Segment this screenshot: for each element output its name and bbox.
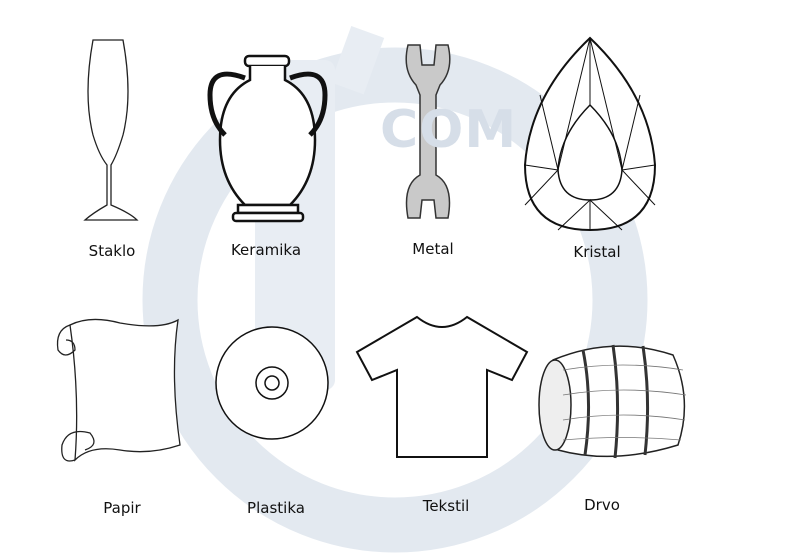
- item-label-tekstil: Tekstil: [422, 497, 470, 515]
- gem-crystal-icon: [523, 36, 657, 232]
- item-label-metal: Metal: [412, 240, 454, 258]
- item-label-staklo: Staklo: [88, 242, 136, 260]
- item-label-drvo: Drvo: [584, 496, 620, 514]
- item-label-kristal: Kristal: [573, 243, 621, 261]
- item-label-plastika: Plastika: [247, 499, 305, 517]
- wooden-barrel-icon: [538, 344, 687, 459]
- amphora-vase-icon: [207, 54, 328, 223]
- t-shirt-icon: [355, 315, 529, 458]
- wrench-icon: [405, 44, 451, 219]
- item-label-papir: Papir: [103, 499, 141, 517]
- wine-glass-icon: [83, 39, 139, 221]
- paper-scroll-icon: [56, 318, 181, 462]
- item-label-keramika: Keramika: [230, 241, 302, 259]
- compact-disc-icon: [215, 326, 329, 440]
